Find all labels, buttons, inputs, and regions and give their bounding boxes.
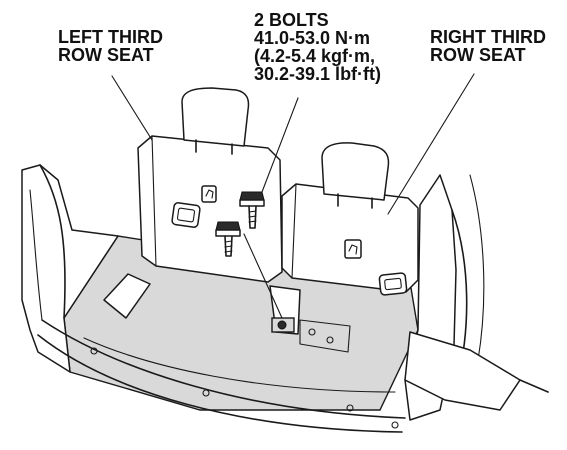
- right-headrest: [321, 142, 390, 201]
- leader-bolts-axis: [243, 233, 283, 319]
- left-headrest: [181, 87, 250, 147]
- leader-left: [111, 75, 153, 141]
- leader-right: [387, 73, 475, 215]
- left-seat-label: LEFT THIRD ROW SEAT: [58, 27, 163, 65]
- floor-pocket: [103, 273, 151, 319]
- right-seat-label: RIGHT THIRD ROW SEAT: [430, 27, 546, 65]
- leader-bolts: [261, 97, 299, 193]
- left-seat-handle: [171, 202, 201, 228]
- tailgate-sill: [404, 331, 521, 411]
- left-seatback: [137, 135, 283, 283]
- right-seat-handle: [378, 272, 408, 296]
- bolt-torque-label: 2 BOLTS 41.0-53.0 N·m (4.2-5.4 kgf·m, 30…: [254, 10, 382, 84]
- bolt-icon: [239, 191, 265, 229]
- left-seat-icon: [201, 185, 217, 203]
- right-seat-icon: [344, 239, 362, 259]
- bolt-icon: [215, 221, 241, 257]
